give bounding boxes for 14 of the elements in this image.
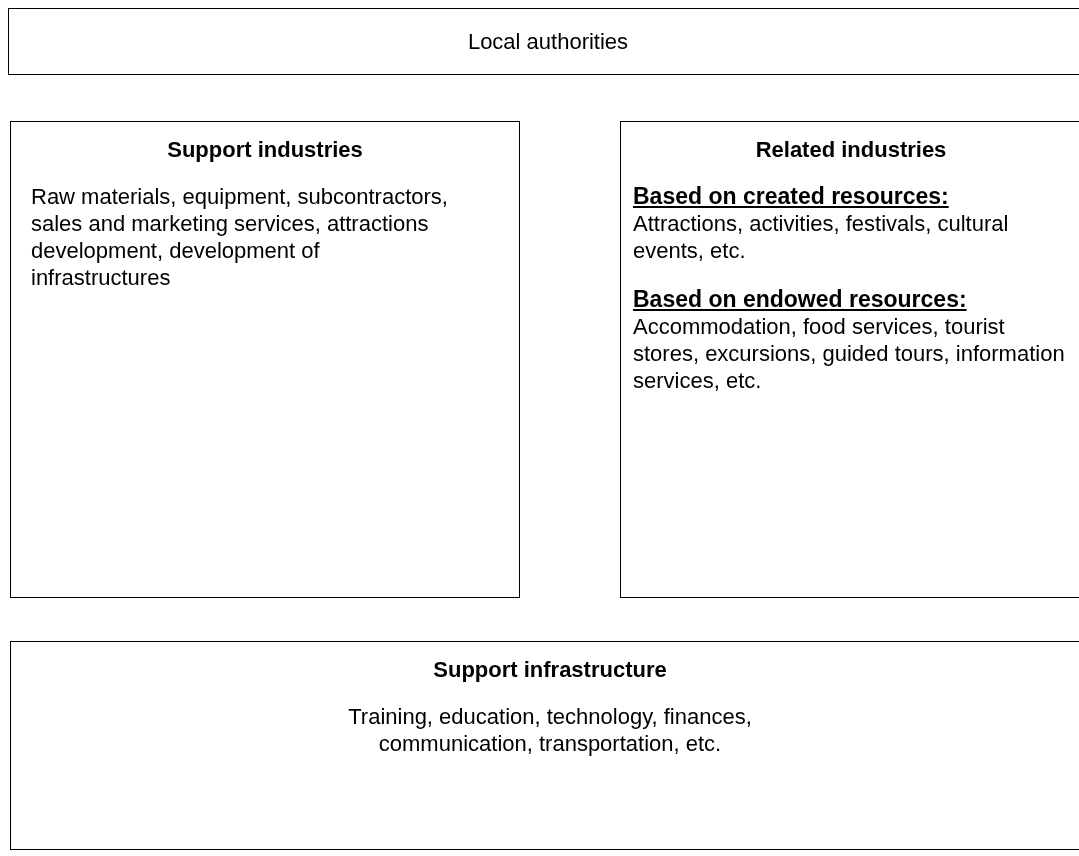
description-text: Training, education, technology, finances, communication, transportation, etc. (347, 703, 753, 757)
description-text: Raw materials, equipment, subcontractors, sales and marketing services, attractions development, development of infrastructures (31, 183, 449, 291)
text-box (620, 121, 1079, 598)
section-heading: Based on created resources: (633, 183, 950, 210)
text-box (10, 121, 520, 598)
text-box (10, 641, 1079, 850)
description-text: Attractions, activities, festivals, cultural events, etc. (633, 210, 1010, 264)
box-heading: Support industries (166, 136, 364, 163)
text-box (8, 8, 1079, 75)
description-text: Accommodation, food services, tourist stores, excursions, guided tours, information services, etc. (633, 313, 1066, 394)
box-label: Local authorities (466, 28, 630, 55)
box-heading: Related industries (754, 136, 948, 163)
section-heading: Based on endowed resources: (633, 286, 968, 313)
box-heading: Support infrastructure (432, 656, 668, 683)
